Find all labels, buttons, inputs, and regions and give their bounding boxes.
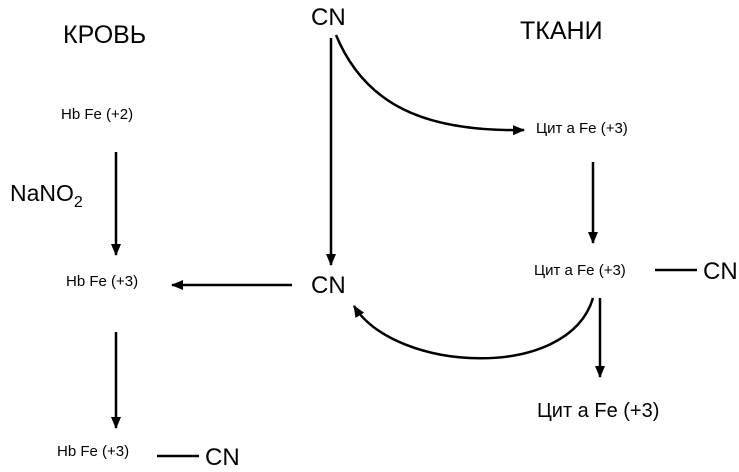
cn-middle-label: CN [311,272,346,299]
cyt-a-fe3-top-label: Цит а Fe (+3) [536,120,628,137]
reagent-main-text: NaNO [10,180,74,206]
hb-bound-cn-label: CN [205,444,240,471]
hb-fe2-label: Hb Fe (+2) [61,106,134,123]
arrow-cyt-a-cn-to-cn-middle [352,297,595,360]
cyt-a-fe3-cn-label: Цит а Fe (+3) [534,262,626,279]
arrow-cn-top-to-cyt-a [334,34,525,136]
reagent-sodium-nitrite: NaNO2 [10,180,83,211]
cyt-bound-cn-label: CN [703,258,738,285]
cyt-a-fe3-free-label: Цит а Fe (+3) [537,400,660,422]
heading-blood: КРОВЬ [63,21,147,49]
heading-tissues: ТКАНИ [520,17,603,45]
hb-fe3-label: Hb Fe (+3) [66,273,139,290]
cn-top-label: CN [311,4,346,31]
reagent-subscript: 2 [73,194,83,211]
hb-fe3-cn-label: Hb Fe (+3) [57,443,130,460]
